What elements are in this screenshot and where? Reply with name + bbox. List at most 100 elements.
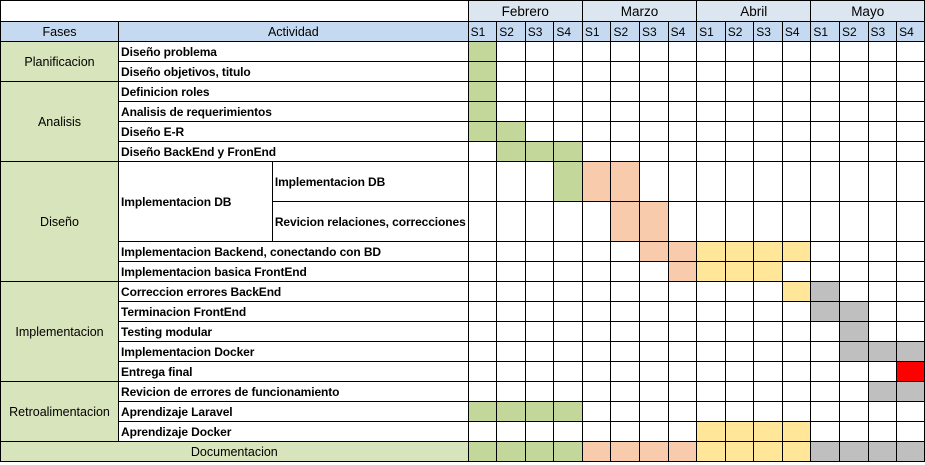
week-cell [496, 281, 526, 302]
actividad-header: Actividad [118, 21, 469, 42]
week-cell [838, 81, 869, 102]
week-cell [724, 161, 755, 202]
week-cell [553, 61, 583, 82]
week-cell [610, 381, 641, 402]
activity-label: Implementacion Docker [118, 341, 469, 362]
week-cell [896, 441, 925, 462]
week-cell [753, 421, 783, 442]
week-cell [496, 241, 526, 262]
week-cell [896, 201, 925, 242]
week-cell [838, 401, 869, 422]
week-cell [610, 41, 641, 62]
week-cell [696, 41, 726, 62]
header-blank-cell [0, 0, 469, 22]
week-cell [524, 81, 555, 102]
week-cell [810, 141, 840, 162]
week-cell [610, 421, 641, 442]
week-cell [896, 281, 925, 302]
week-cell [753, 441, 783, 462]
week-cell [781, 401, 812, 422]
week-cell [524, 381, 555, 402]
week-cell [724, 241, 755, 262]
week-cell [553, 281, 583, 302]
week-cell [724, 201, 755, 242]
week-cell [753, 61, 783, 82]
week-cell [610, 261, 641, 282]
week-cell [867, 121, 898, 142]
week-cell [781, 161, 812, 202]
week-cell [810, 281, 840, 302]
week-cell [553, 81, 583, 102]
week-cell [838, 41, 869, 62]
month-header-row: Febrero Marzo Abril Mayo [0, 0, 925, 22]
week-cell [781, 81, 812, 102]
phase-diseno: Diseño [0, 161, 120, 282]
week-cell [581, 441, 612, 462]
activity-group-label: Implementacion DB [118, 161, 273, 242]
week-cell [581, 321, 612, 342]
week-cell [696, 241, 726, 262]
week-cell [867, 141, 898, 162]
week-header: S1 [581, 21, 612, 42]
week-cell [781, 61, 812, 82]
week-cell [896, 261, 925, 282]
week-cell [496, 301, 526, 322]
task-row: Testing modular [1, 321, 925, 342]
activity-label: Diseño E-R [118, 121, 469, 142]
week-cell [753, 361, 783, 382]
week-cell [696, 341, 726, 362]
week-cell [753, 41, 783, 62]
week-header: S1 [810, 21, 840, 42]
week-cell [639, 201, 669, 242]
phase-planificacion: Planificacion [0, 41, 120, 82]
week-cell [581, 341, 612, 362]
week-cell [810, 261, 840, 282]
week-cell [667, 201, 698, 242]
week-cell [639, 321, 669, 342]
week-cell [667, 281, 698, 302]
week-cell [553, 141, 583, 162]
week-cell [838, 261, 869, 282]
week-cell [896, 61, 925, 82]
week-cell [553, 121, 583, 142]
week-cell [496, 201, 526, 242]
week-cell [639, 421, 669, 442]
week-cell [867, 61, 898, 82]
week-header: S4 [896, 21, 925, 42]
activity-label: Testing modular [118, 321, 469, 342]
week-cell [496, 81, 526, 102]
activity-label: Revicion relaciones, correcciones [271, 201, 469, 242]
week-cell [524, 261, 555, 282]
week-cell [667, 61, 698, 82]
week-cell [639, 241, 669, 262]
week-cell [810, 161, 840, 202]
week-cell [467, 301, 498, 322]
week-cell [581, 261, 612, 282]
week-cell [896, 421, 925, 442]
week-cell [639, 101, 669, 122]
week-cell [781, 241, 812, 262]
activity-label: Revicion de errores de funcionamiento [118, 381, 469, 402]
week-cell [867, 401, 898, 422]
week-cell [838, 321, 869, 342]
phase-retroalimentacion: Retroalimentacion [0, 381, 120, 442]
week-header: S3 [524, 21, 555, 42]
week-cell [753, 341, 783, 362]
task-row: Entrega final [1, 361, 925, 382]
week-header: S4 [781, 21, 812, 42]
week-cell [496, 141, 526, 162]
week-cell [496, 41, 526, 62]
week-cell [581, 381, 612, 402]
week-cell [753, 281, 783, 302]
week-cell [610, 121, 641, 142]
week-cell [753, 201, 783, 242]
week-cell [581, 161, 612, 202]
week-cell [667, 401, 698, 422]
week-cell [581, 281, 612, 302]
week-cell [610, 61, 641, 82]
week-cell [467, 401, 498, 422]
task-row: Planificacion Diseño problema [0, 41, 925, 82]
week-cell [896, 381, 925, 402]
week-cell [896, 101, 925, 122]
